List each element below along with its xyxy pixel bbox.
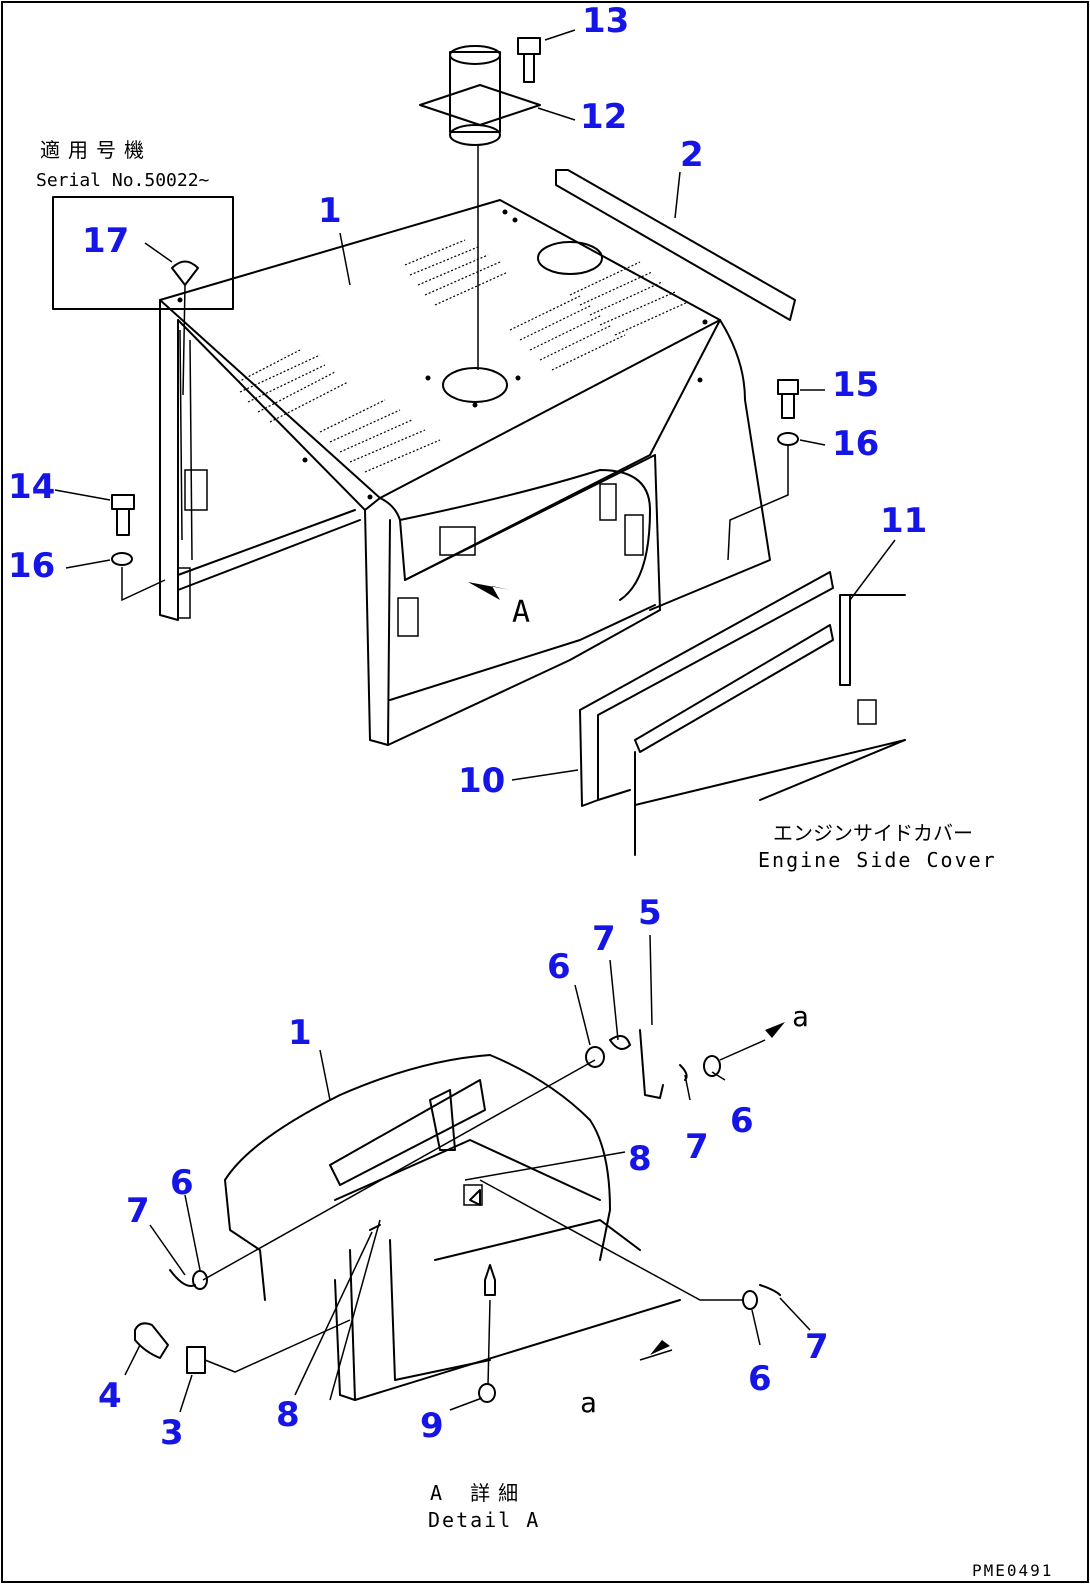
callout-2: 2 [680, 135, 704, 175]
view-a-label: A [512, 595, 530, 630]
callout-7-top: 7 [592, 919, 616, 959]
callout-leaders [54, 29, 896, 1413]
fasteners-detail [134, 1029, 781, 1403]
side-cover-note-en: Engine Side Cover [758, 848, 997, 872]
callout-3: 3 [160, 1413, 184, 1453]
exhaust-pipe-12 [419, 45, 541, 370]
callout-8-bottom: 8 [276, 1395, 300, 1435]
washer-16-left [111, 552, 133, 566]
callout-16-right: 16 [832, 424, 879, 464]
detail-note-en: Detail A [428, 1508, 540, 1532]
callout-7-left: 7 [126, 1191, 150, 1231]
bolt-13 [517, 37, 541, 83]
callout-13: 13 [582, 1, 629, 41]
callout-15: 15 [832, 365, 879, 405]
seal-strip-2 [555, 169, 796, 321]
view-a-arrow: A [468, 582, 530, 630]
callout-4: 4 [98, 1376, 122, 1416]
hood-assembly-drawing [159, 199, 771, 746]
arrow-letter-top: a [792, 1000, 809, 1033]
callout-10: 10 [458, 761, 505, 801]
callouts-top: 13 12 2 1 17 15 16 14 16 11 10 [8, 1, 927, 801]
callout-1-top: 1 [318, 191, 342, 231]
callout-11: 11 [880, 501, 927, 541]
washer-16-right [777, 432, 799, 446]
callouts-bottom: 5 7 6 1 6 7 8 7 6 6 7 4 3 8 9 [98, 893, 829, 1453]
detail-a-drawing [224, 1054, 681, 1401]
detail-note-jp: A 詳細 [430, 1481, 526, 1505]
drawing-code: PME0491 [972, 1561, 1053, 1580]
bolt-14 [111, 494, 135, 536]
vent-louvres [237, 239, 689, 473]
callout-1-bottom: 1 [288, 1013, 312, 1053]
callout-6-left: 6 [170, 1163, 194, 1203]
serial-inset-box [52, 196, 234, 310]
detail-leader-lines [202, 1022, 785, 1401]
callout-17: 17 [82, 221, 129, 261]
arrow-letter-bottom: a [580, 1386, 597, 1419]
callout-9: 9 [420, 1406, 444, 1446]
serial-note-en: Serial No.50022~ [36, 170, 210, 191]
callout-12: 12 [580, 97, 627, 137]
callout-14: 14 [8, 467, 55, 507]
callout-6-right: 6 [730, 1101, 754, 1141]
callout-6-lower-right: 6 [748, 1359, 772, 1399]
plug-17 [171, 260, 199, 396]
serial-note-jp: 適用号機 [40, 138, 152, 162]
callout-16-left: 16 [8, 546, 55, 586]
callout-8-top: 8 [628, 1139, 652, 1179]
side-cover-note-jp: エンジンサイドカバー [773, 821, 973, 845]
callout-5: 5 [638, 893, 662, 933]
callout-7-lower-right: 7 [805, 1327, 829, 1367]
bolt-15 [777, 379, 799, 419]
callout-6-top: 6 [547, 947, 571, 987]
side-cover-seals-10-11 [579, 571, 906, 856]
callout-7-right: 7 [685, 1127, 709, 1167]
